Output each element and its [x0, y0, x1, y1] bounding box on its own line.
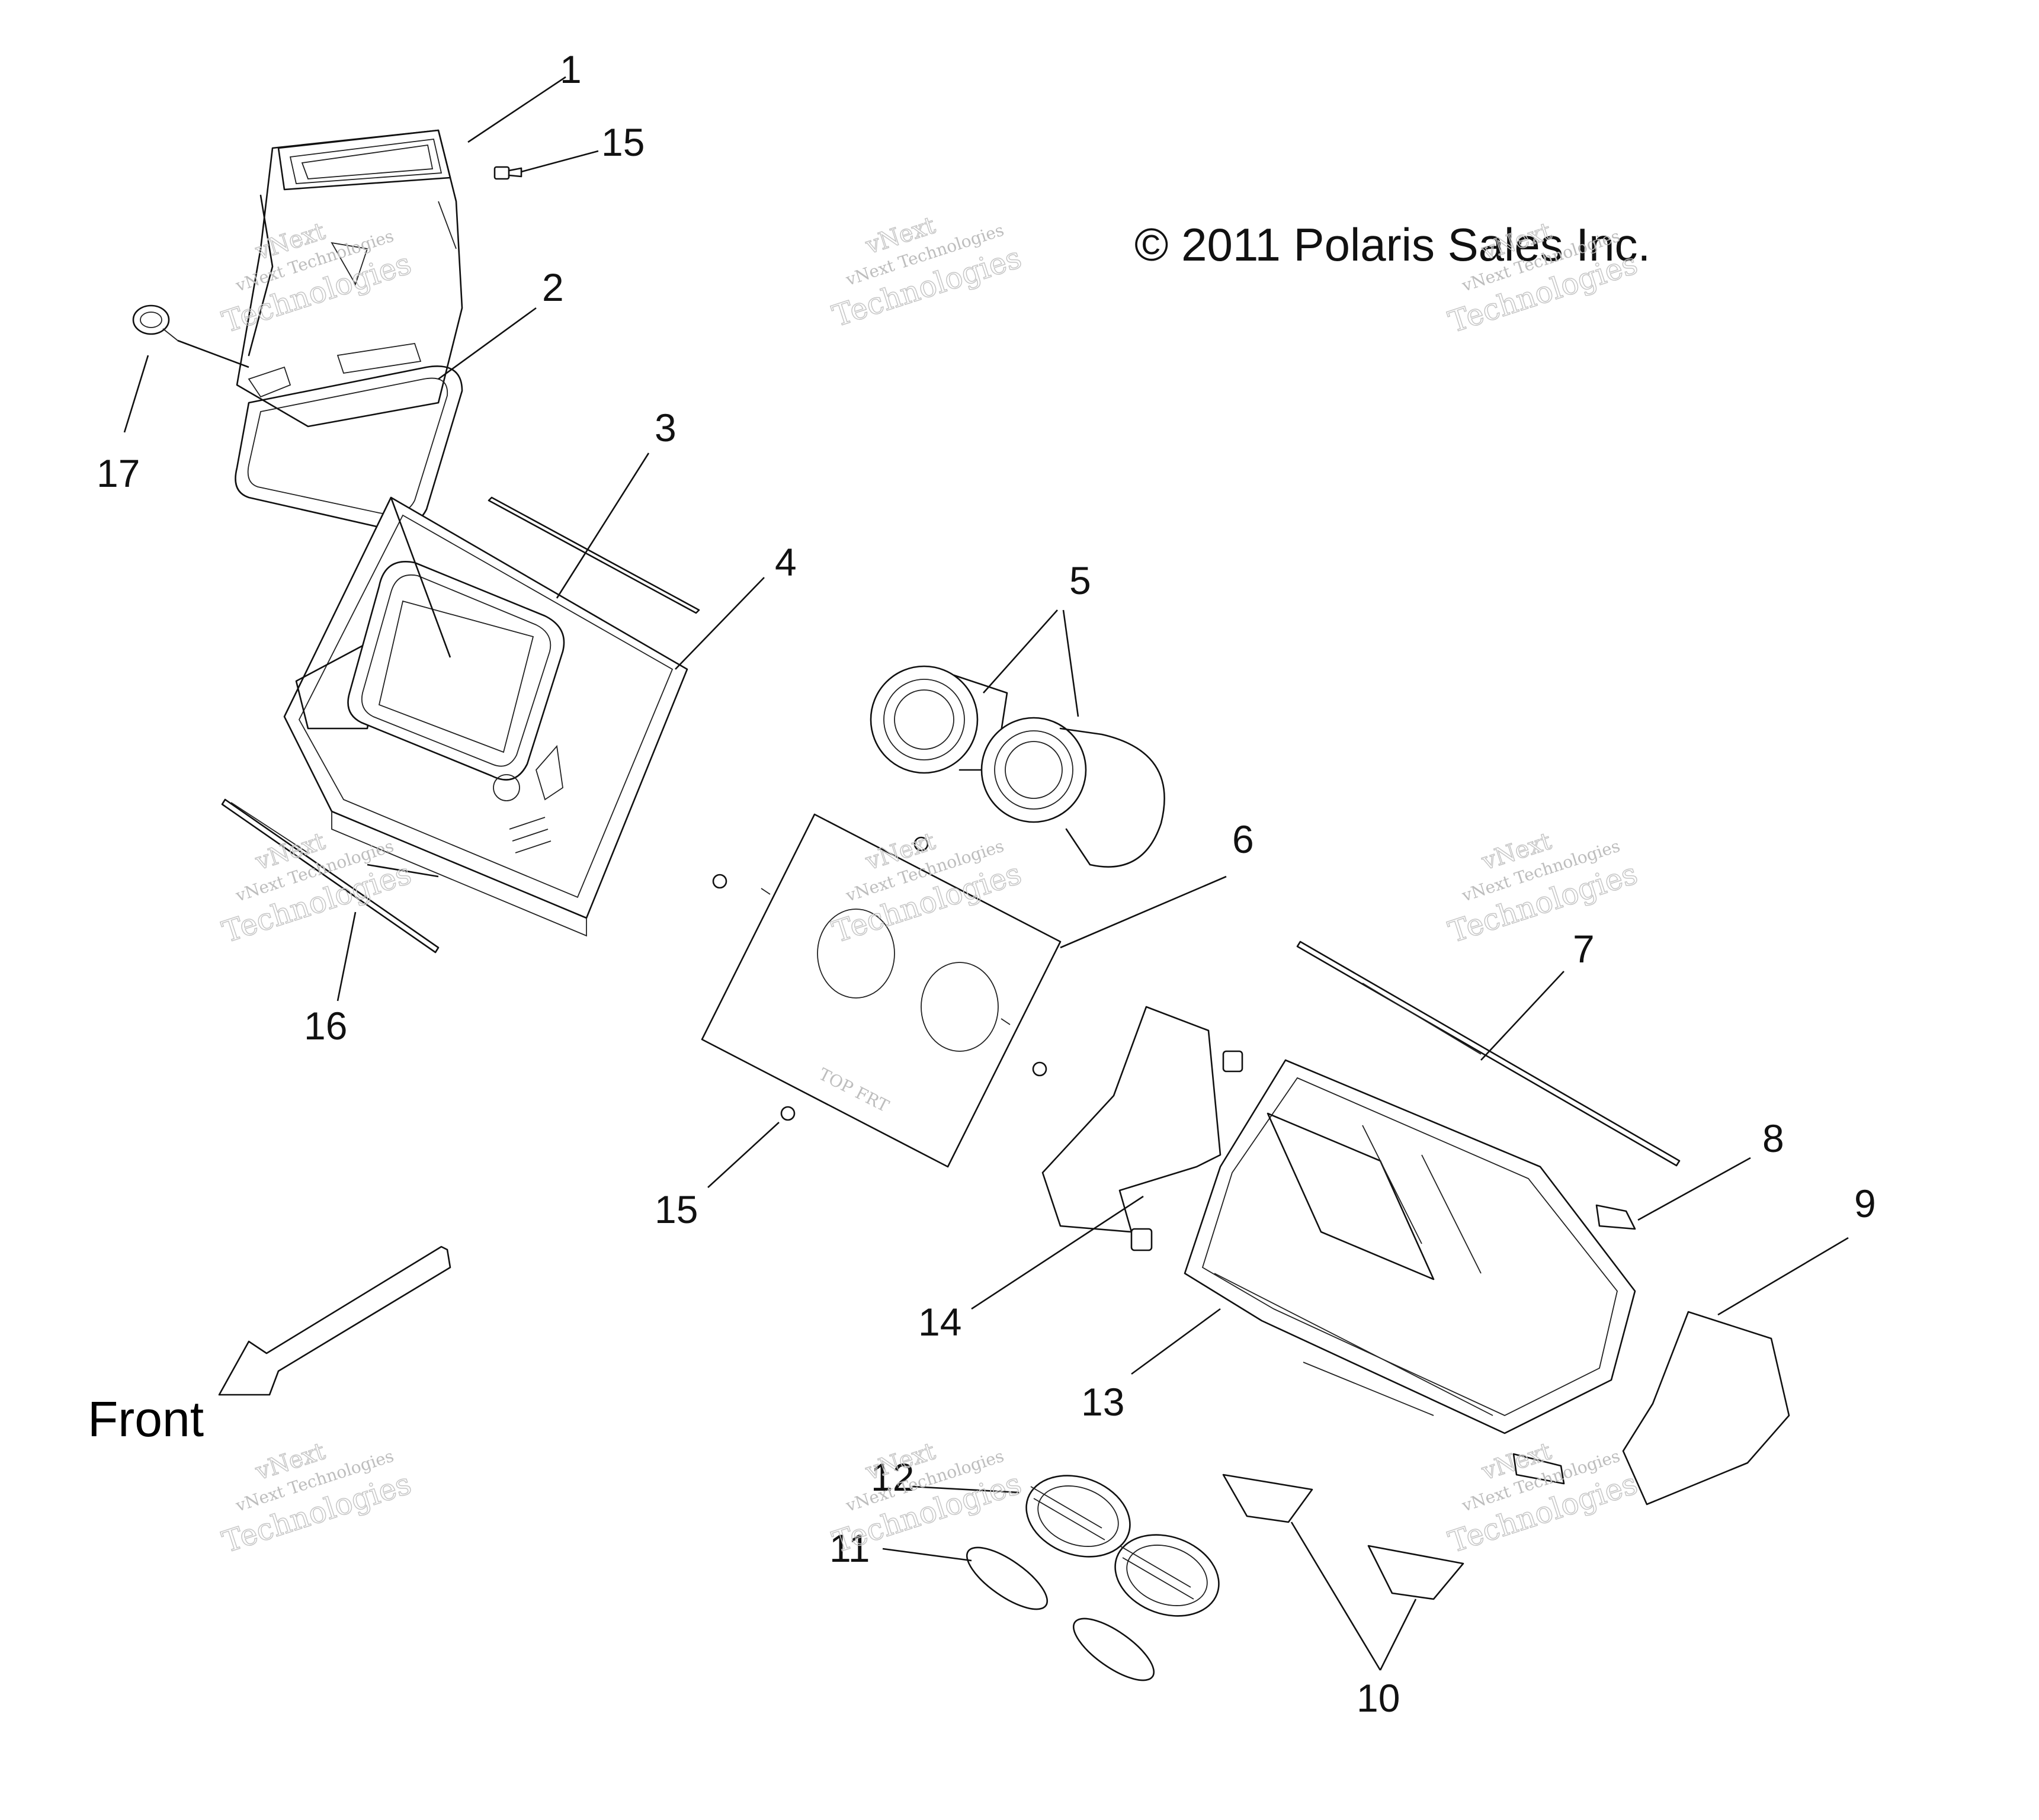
part-10-pads [1222, 1474, 1464, 1600]
callout-1: 1 [560, 47, 582, 91]
callout-3: 3 [655, 406, 677, 450]
watermark-bl: vNext vNext Technologies Technologies [218, 1437, 416, 1560]
front-label: Front [88, 1391, 204, 1447]
part-4-airbox-cover [283, 496, 688, 937]
part-14-pad [1041, 1006, 1222, 1233]
callout-13: 13 [1081, 1380, 1124, 1424]
callout-12: 12 [871, 1455, 914, 1499]
plate-screws [712, 836, 1047, 1121]
callout-8: 8 [1762, 1116, 1784, 1160]
watermark-bc: vNext vNext Technologies Technologies [828, 1437, 1026, 1560]
part-17-clamp [132, 304, 178, 341]
callout-17: 17 [97, 451, 140, 495]
copyright-notice: © 2011 Polaris Sales Inc. [1134, 219, 1650, 271]
callout-leaders [123, 76, 1849, 1671]
callout-9: 9 [1854, 1182, 1876, 1225]
part-12-boots [1025, 1475, 1220, 1617]
callout-7: 7 [1573, 927, 1595, 971]
part-16-pad [221, 798, 440, 954]
callout-numbers: 1 15 2 17 3 4 5 6 7 8 9 10 11 12 13 14 1… [97, 47, 1876, 1720]
callout-5: 5 [1069, 558, 1091, 602]
part-3-filter-element [488, 496, 700, 614]
callout-2: 2 [542, 265, 564, 309]
callout-6: 6 [1232, 817, 1254, 861]
part-7-seal [1296, 941, 1681, 1167]
part-1-inlet-duct [236, 129, 463, 428]
part-13-airbox-base [1184, 1059, 1636, 1434]
callout-14: 14 [918, 1300, 961, 1344]
watermark-br: vNext vNext Technologies Technologies [1444, 1437, 1642, 1560]
callout-11: 11 [829, 1526, 870, 1570]
part-8-clips [1130, 1050, 1636, 1485]
part-15-screw-top [493, 166, 522, 180]
watermark-tc: vNext vNext Technologies Technologies [828, 211, 1026, 334]
front-direction-arrow [218, 1246, 451, 1396]
callout-4: 4 [775, 540, 797, 584]
part-9-pad [1622, 1311, 1790, 1506]
watermark-mr: vNext vNext Technologies Technologies [1444, 827, 1642, 950]
part-5-velocity-stacks [870, 665, 1165, 868]
callout-10: 10 [1357, 1676, 1400, 1720]
callout-15-top: 15 [601, 120, 645, 164]
callout-16: 16 [304, 1004, 347, 1048]
callout-15-bottom: 15 [655, 1187, 698, 1231]
part-11-clamps [966, 1546, 1155, 1681]
